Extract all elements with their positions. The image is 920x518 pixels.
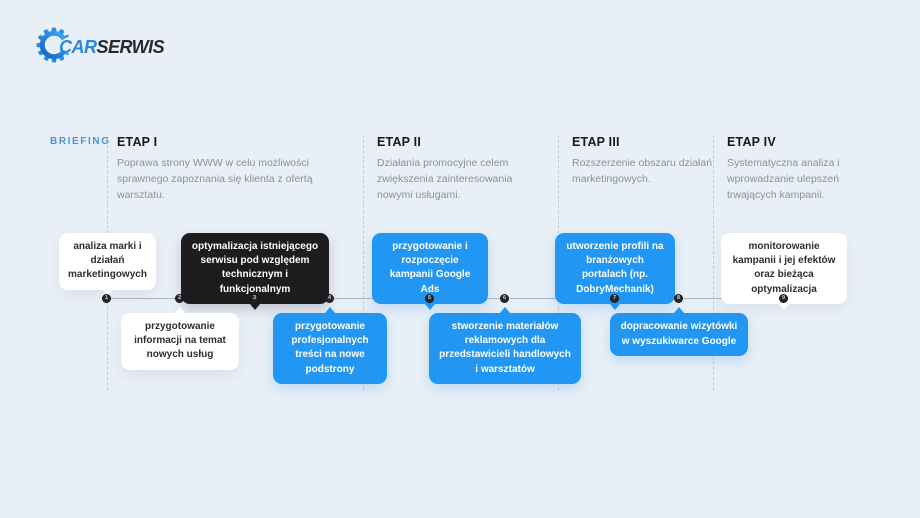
logo-wordmark: CARSERWIS bbox=[59, 37, 165, 58]
node-number: 2 bbox=[177, 294, 182, 301]
timeline-card-2: przygotowanie informacji na temat nowych… bbox=[121, 307, 239, 370]
timeline-card-label: dopracowanie wizytówki w wyszukiwarce Go… bbox=[620, 321, 738, 347]
timeline-node-9: 9 bbox=[779, 294, 788, 303]
pointer-up bbox=[175, 307, 185, 313]
node-number: 5 bbox=[427, 294, 432, 301]
timeline-card-9: monitorowanie kampanii i jej efektów ora… bbox=[721, 233, 847, 310]
timeline-card-label: stworzenie materiałów reklamowych dla pr… bbox=[439, 321, 571, 375]
stage-etap-2: ETAP II Działania promocyjne celem zwięk… bbox=[377, 135, 545, 203]
logo-car-text: CAR bbox=[59, 37, 97, 57]
carserwis-logo: CARSERWIS bbox=[36, 26, 165, 69]
stage-etap-4: ETAP IV Systematyczna analiza i wprowadz… bbox=[727, 135, 882, 203]
timeline-card-label: utworzenie profili na branżowych portala… bbox=[566, 241, 664, 295]
timeline-card-label: analiza marki i działań marketingowych bbox=[68, 241, 147, 281]
node-number: 9 bbox=[781, 294, 786, 301]
timeline-node-3: 3 bbox=[250, 294, 259, 303]
timeline-card-4: przygotowanie profesjonalnych treści na … bbox=[273, 307, 387, 384]
node-number: 8 bbox=[676, 294, 681, 301]
pointer-down bbox=[610, 303, 620, 310]
node-number: 7 bbox=[612, 294, 617, 301]
stage-description: Systematyczna analiza i wprowadzanie ule… bbox=[727, 157, 840, 201]
pointer-down bbox=[779, 303, 789, 310]
gear-icon bbox=[36, 26, 72, 69]
timeline-card-7: utworzenie profili na branżowych portala… bbox=[555, 233, 675, 310]
stage-etap-3: ETAP III Rozszerzenie obszaru działań ma… bbox=[572, 135, 742, 188]
timeline-node-2: 2 bbox=[175, 294, 184, 303]
stage-title: ETAP III bbox=[572, 135, 620, 149]
timeline-node-6: 6 bbox=[500, 294, 509, 303]
logo-serwis-text: SERWIS bbox=[96, 37, 165, 57]
stage-etap-1: ETAP I Poprawa strony WWW w celu możliwo… bbox=[117, 135, 329, 203]
timeline-card-label: monitorowanie kampanii i jej efektów ora… bbox=[732, 241, 836, 295]
node-number: 4 bbox=[327, 294, 332, 301]
stage-description: Poprawa strony WWW w celu możliwości spr… bbox=[117, 157, 313, 201]
stage-title: ETAP I bbox=[117, 135, 158, 149]
node-number: 3 bbox=[252, 294, 257, 301]
node-number: 1 bbox=[104, 294, 109, 301]
timeline-node-1: 1 bbox=[102, 294, 111, 303]
timeline-card-1: analiza marki i działań marketingowych bbox=[59, 233, 156, 296]
timeline-card-label: przygotowanie informacji na temat nowych… bbox=[134, 321, 226, 361]
timeline-node-5: 5 bbox=[425, 294, 434, 303]
column-separator bbox=[713, 135, 714, 390]
timeline-card-3: optymalizacja istniejącego serwisu pod w… bbox=[181, 233, 329, 310]
timeline-card-6: stworzenie materiałów reklamowych dla pr… bbox=[429, 307, 581, 384]
timeline-card-label: optymalizacja istniejącego serwisu pod w… bbox=[191, 241, 319, 295]
timeline-card-label: przygotowanie profesjonalnych treści na … bbox=[291, 321, 369, 375]
stage-description: Rozszerzenie obszaru działań marketingow… bbox=[572, 157, 713, 185]
pointer-down bbox=[425, 303, 435, 310]
pointer-up bbox=[325, 307, 335, 313]
timeline-card-8: dopracowanie wizytówki w wyszukiwarce Go… bbox=[610, 307, 748, 356]
timeline-node-7: 7 bbox=[610, 294, 619, 303]
briefing-label: BRIEFING bbox=[50, 136, 111, 147]
timeline-card-label: przygotowanie i rozpoczęcie kampanii Goo… bbox=[389, 241, 471, 295]
node-number: 6 bbox=[502, 294, 507, 301]
timeline-node-8: 8 bbox=[674, 294, 683, 303]
column-separator bbox=[363, 135, 364, 390]
timeline-node-4: 4 bbox=[325, 294, 334, 303]
stage-title: ETAP IV bbox=[727, 135, 776, 149]
pointer-down bbox=[250, 303, 260, 310]
stage-title: ETAP II bbox=[377, 135, 422, 149]
pointer-down bbox=[102, 289, 113, 296]
pointer-up bbox=[500, 307, 510, 313]
timeline-card-5: przygotowanie i rozpoczęcie kampanii Goo… bbox=[372, 233, 488, 310]
pointer-up bbox=[674, 307, 684, 313]
stage-description: Działania promocyjne celem zwiększenia z… bbox=[377, 157, 513, 201]
